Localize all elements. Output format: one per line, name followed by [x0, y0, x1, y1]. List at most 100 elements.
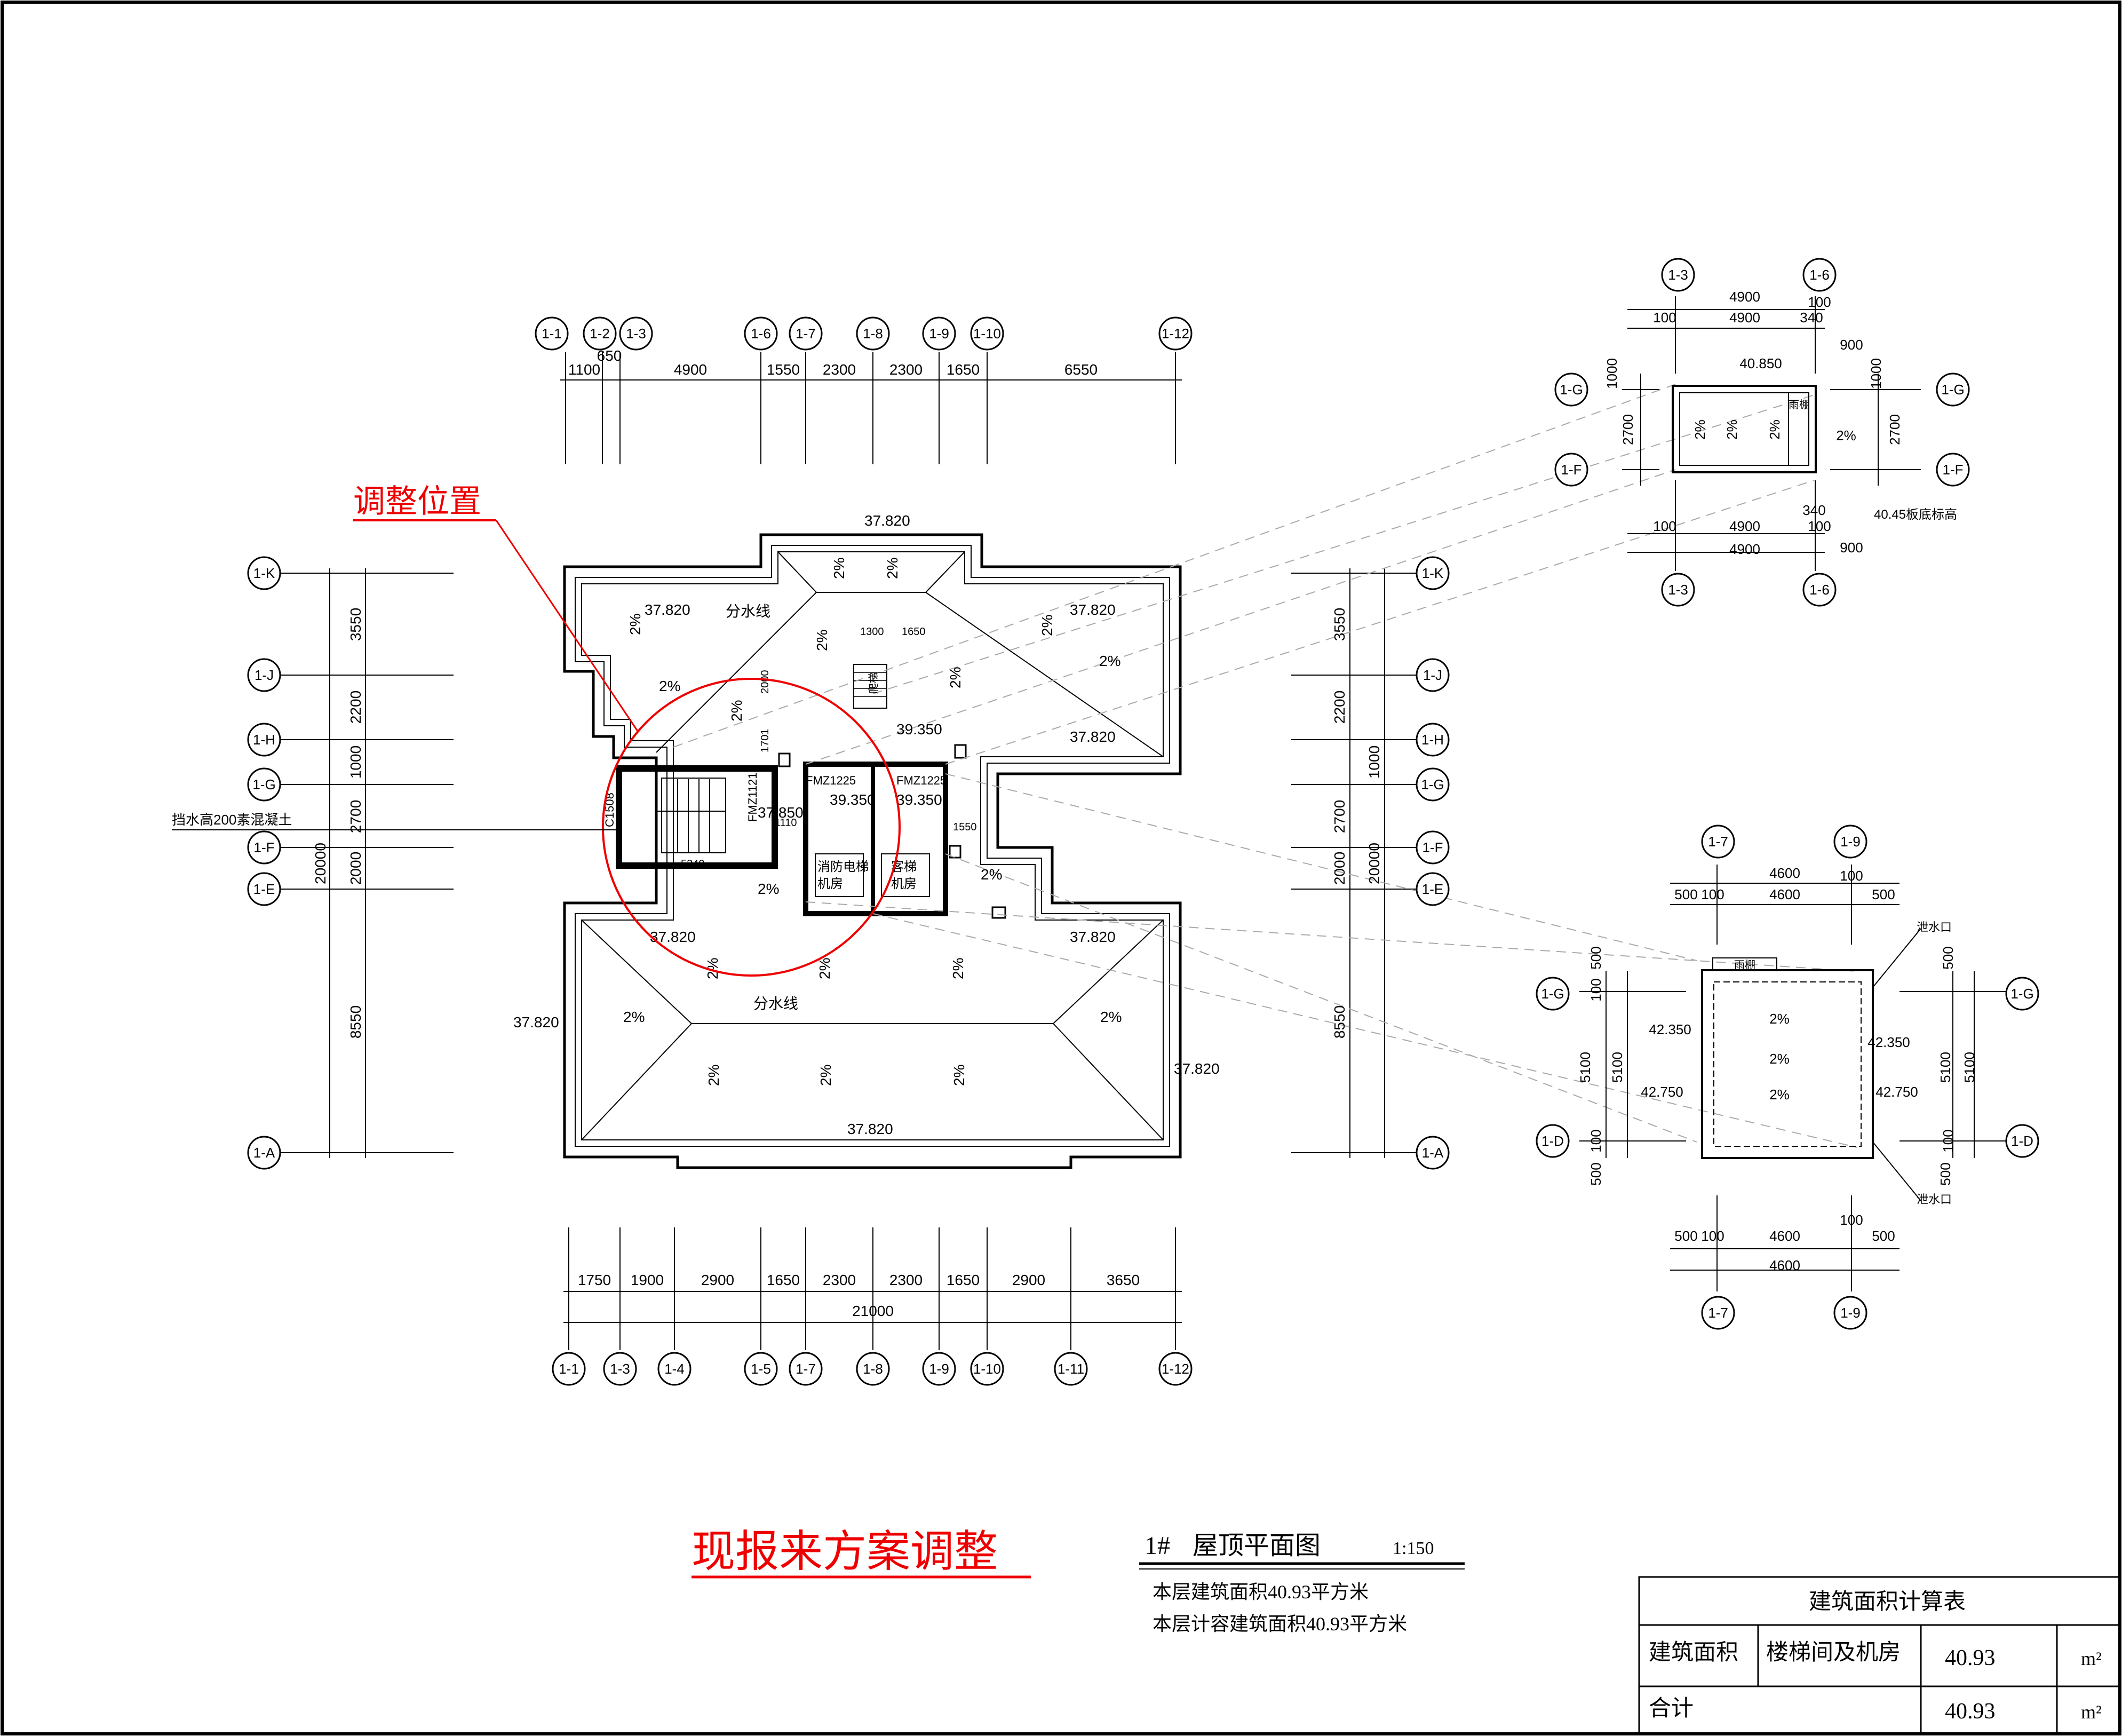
- adjust-leader: [495, 520, 639, 732]
- slope-2: 2%: [884, 558, 901, 579]
- axis-bottom-5: 1-8: [863, 1361, 883, 1377]
- axis-bottom-3: 1-5: [751, 1361, 771, 1377]
- bottom-axis-bubbles: [552, 1352, 1193, 1386]
- axis-top-4: 1-7: [796, 326, 816, 342]
- slope-9: 2%: [814, 630, 830, 651]
- dl-dim-top-4: 4600: [1769, 886, 1800, 902]
- area-table: [1638, 1576, 2121, 1735]
- dl-axis-r0: 1-G: [2010, 986, 2033, 1002]
- slope-13: 2%: [816, 958, 833, 979]
- drawing-title: 1# 屋顶平面图 1:150 本层建筑面积40.93平方米 本层计容建筑面积40…: [1139, 1532, 1465, 1635]
- dim-top-1: 650: [597, 347, 622, 364]
- dim-bottom-2: 2900: [701, 1272, 734, 1288]
- dl-slope-2: 2%: [1769, 1087, 1790, 1103]
- dim-1701: 1701: [759, 729, 771, 753]
- detail-upper-labels: 1-3 1-6 1-3 1-6 1-G 1-F 1-G 1-F 4900 100…: [1560, 267, 1964, 598]
- axis-right-2: 1-H: [1421, 732, 1444, 748]
- dim-1110: 1110: [775, 817, 797, 829]
- du-axis-r1: 1-F: [1943, 462, 1964, 478]
- dl-drain-bot: 泄水口: [1917, 1193, 1952, 1206]
- du-dim-top-1: 100: [1808, 294, 1831, 310]
- dl-elev-a-l: 42.350: [1649, 1021, 1691, 1037]
- slope-5: 2%: [1099, 653, 1120, 669]
- dim-left-2: 1000: [347, 746, 364, 779]
- du-axis-bot-0: 1-3: [1668, 582, 1688, 598]
- table-row2-unit: m²: [2081, 1701, 2102, 1723]
- elev-machine-a: 39.350: [830, 791, 876, 808]
- dl-dim-side-4: 500: [1588, 1162, 1604, 1185]
- dim-top-4: 2300: [823, 361, 856, 378]
- du-slope-1: 2%: [1724, 419, 1740, 440]
- slope-4: 2%: [1039, 615, 1055, 636]
- dim-right-2: 1000: [1366, 746, 1382, 779]
- plan-labels: 37.820 37.820 37.820 37.820 37.820 37.82…: [513, 512, 1220, 1137]
- drawing-title-text: 屋顶平面图: [1193, 1532, 1321, 1560]
- axis-left-3: 1-G: [252, 776, 275, 792]
- dl-dim-side-1: 100: [1588, 978, 1604, 1001]
- axis-left-6: 1-A: [253, 1145, 275, 1161]
- du-dim-top-4: 340: [1800, 310, 1823, 326]
- dim-top-6: 1650: [947, 361, 980, 378]
- axis-right-0: 1-K: [1422, 565, 1444, 581]
- axis-left-2: 1-H: [253, 732, 275, 748]
- dim-left-1: 2200: [347, 691, 364, 724]
- elev-bottom: 37.820: [847, 1121, 893, 1137]
- table-row1-label: 建筑面积: [1649, 1640, 1738, 1665]
- axis-bottom-6: 1-9: [929, 1361, 949, 1377]
- du-axis-l1: 1-F: [1561, 462, 1582, 478]
- dim-bottom-4: 2300: [823, 1272, 856, 1288]
- projection-lines: [673, 384, 1857, 1148]
- du-dim-bot-2: 100: [1653, 518, 1676, 534]
- du-dim-top-5: 900: [1840, 337, 1863, 353]
- current-scheme-text: 现报来方案调整: [692, 1527, 998, 1576]
- slope-16: 2%: [1100, 1009, 1122, 1025]
- roof-outline-inner: [575, 545, 1170, 1147]
- axis-top-0: 1-1: [542, 326, 562, 342]
- axis-left-1: 1-J: [255, 667, 274, 683]
- dim-left-4: 2000: [347, 852, 364, 885]
- dl-elev-a-r: 42.350: [1867, 1034, 1910, 1050]
- axis-labels: 1-1 1-2 1-3 1-6 1-7 1-8 1-9 1-10 1-12 1-…: [252, 326, 1444, 1377]
- table-row2-label: 合计: [1649, 1697, 1694, 1721]
- du-dim-bot-1: 100: [1808, 518, 1831, 534]
- dim-1550: 1550: [953, 821, 977, 833]
- du-dim-top-3: 4900: [1729, 310, 1760, 326]
- slope-19: 2%: [951, 1065, 967, 1086]
- side-dimension-texts: 3550 2200 1000 2700 2000 8550 20000 3550…: [312, 608, 1382, 1039]
- dim-bottom-6: 1650: [947, 1272, 980, 1288]
- dl-axis-l0: 1-G: [1541, 986, 1564, 1002]
- dim-left-3: 2700: [347, 800, 364, 833]
- dl-dim-side-2b: 5100: [1609, 1052, 1625, 1083]
- elev-left: 37.820: [513, 1014, 559, 1030]
- dl-dim-top-2: 500: [1674, 886, 1697, 902]
- elev-machine-b: 39.350: [896, 791, 942, 808]
- bottom-axis-lines: [563, 1227, 1182, 1350]
- du-dim-side-5: 1000: [1868, 358, 1884, 389]
- roof-outline: [563, 533, 1182, 1169]
- slope-10: 2%: [981, 866, 1002, 883]
- dim-1300: 1300: [860, 626, 884, 638]
- dim-top-7: 6550: [1064, 361, 1098, 378]
- du-slope-3: 2%: [1836, 427, 1856, 443]
- du-dim-top-2: 100: [1653, 310, 1676, 326]
- dim-right-3: 2700: [1331, 800, 1348, 833]
- area-table-text: 建筑面积计算表 建筑面积 楼梯间及机房 40.93 m² 合计 40.93 m²: [1649, 1590, 2102, 1724]
- machine-room-block: [803, 762, 948, 916]
- axis-top-1: 1-2: [590, 326, 610, 342]
- dl-slope-0: 2%: [1769, 1011, 1790, 1027]
- dim-right-total: 20000: [1366, 843, 1382, 884]
- dim-top-2: 4900: [674, 361, 707, 378]
- dl-dim-top-3: 100: [1701, 886, 1724, 902]
- dl-axis-r1: 1-D: [2011, 1133, 2033, 1149]
- axis-bottom-2: 1-4: [664, 1361, 685, 1377]
- dl-dim-bot-3: 4600: [1769, 1228, 1800, 1244]
- dim-right-1: 2200: [1331, 691, 1348, 724]
- dim-bottom-8: 3650: [1107, 1272, 1140, 1288]
- axis-bottom-8: 1-11: [1058, 1361, 1084, 1377]
- dl-dim-top-0: 4600: [1769, 865, 1800, 881]
- table-title: 建筑面积计算表: [1809, 1590, 1966, 1614]
- axis-bottom-1: 1-3: [610, 1361, 630, 1377]
- axis-top-5: 1-8: [863, 326, 883, 342]
- du-dim-bot-6: 4900: [1729, 541, 1760, 557]
- door-label-a: FMZ1225: [806, 774, 856, 787]
